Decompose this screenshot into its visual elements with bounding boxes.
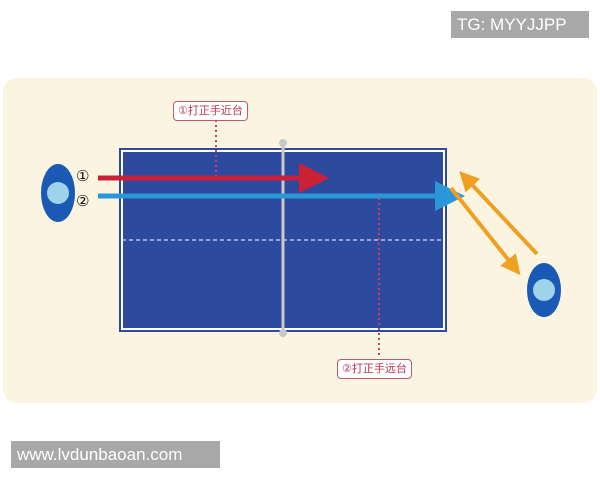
player-right-head [533,279,555,301]
net-post-top [279,139,287,147]
return-arrow-up [459,171,539,256]
route-1-marker: ① [76,167,90,185]
player-right [527,263,561,317]
return-arrow-down [449,186,521,276]
route-2-callout: ②打正手远台 [337,359,412,379]
route-1-callout: ①打正手近台 [173,101,248,121]
player-left [41,164,75,222]
watermark-top: TG: MYYJJPP [451,11,589,38]
route-2-marker: ② [76,192,90,210]
player-left-head [47,182,69,204]
watermark-bottom: www.lvdunbaoan.com [11,441,220,468]
table [119,139,447,337]
net-post-bottom [279,329,287,337]
